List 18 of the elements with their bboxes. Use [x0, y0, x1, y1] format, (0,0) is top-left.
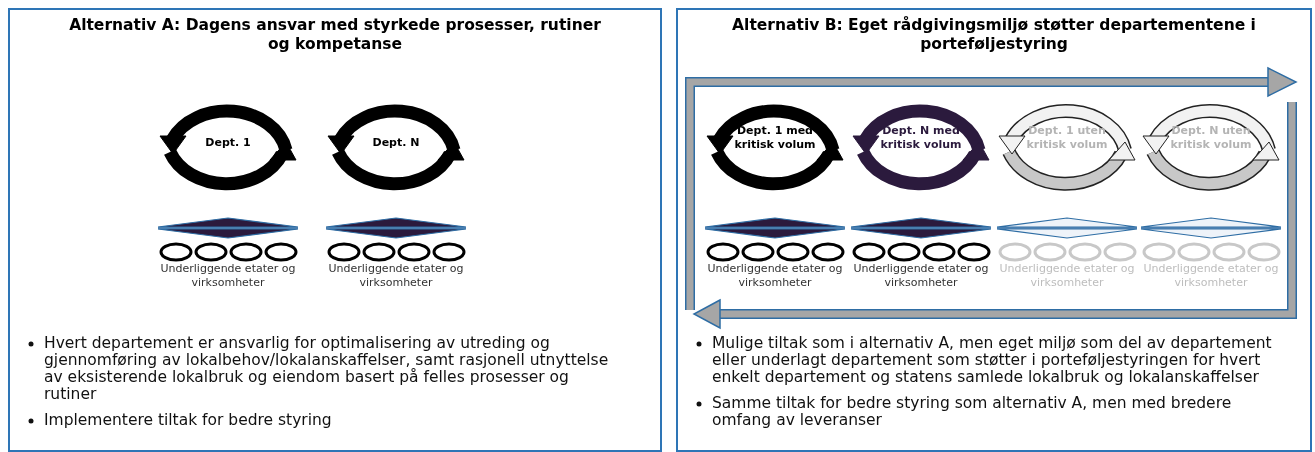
department-label: Dept. N uten kritisk volum [1169, 124, 1253, 152]
caption-text: Underliggende etater og virksomheter [159, 262, 297, 290]
caption-text: Underliggende etater og virksomheter [327, 262, 465, 290]
bullet-text: Mulige tiltak som i alternativ A, men eget miljø som del av departement eller underlagt departement som støtter i porteføljestyringen for hvert enkelt departement og statens samlede lokalbruk og lokalanskaffelser [712, 334, 1272, 386]
panel-title: Alternativ B: Eget rådgivingsmiljø støtter departementene i porteføljestyring [731, 16, 1257, 54]
bullet-text: Samme tiltak for bedre styring som alternativ A, men med bredere omfang av leveranser [712, 394, 1232, 429]
caption-text: Underliggende etater og virksomheter [706, 262, 844, 290]
department-label: Dept. 1 uten kritisk volum [1025, 124, 1109, 152]
caption-text: Underliggende etater og virksomheter [852, 262, 990, 290]
bullet-text: Hvert departement er ansvarlig for optimalisering av utreding og gjennomføring av lokalbehov/lokalanskaffelser, samt rasjonell utnyttelse av eksisterende lokalbruk og eiendom basert på felles prosesser og rutiner [44, 334, 609, 403]
department-label: Dept. 1 [204, 136, 252, 150]
caption-text: Underliggende etater og virksomheter [1142, 262, 1280, 290]
panel-title: Alternativ A: Dagens ansvar med styrkede prosesser, rutiner og kompetanse [68, 16, 602, 54]
bullet-text: Implementere tiltak for bedre styring [44, 411, 332, 429]
panel [676, 8, 1312, 452]
department-label: Dept. N [371, 136, 421, 150]
caption-text: Underliggende etater og virksomheter [998, 262, 1136, 290]
panel [8, 8, 662, 452]
